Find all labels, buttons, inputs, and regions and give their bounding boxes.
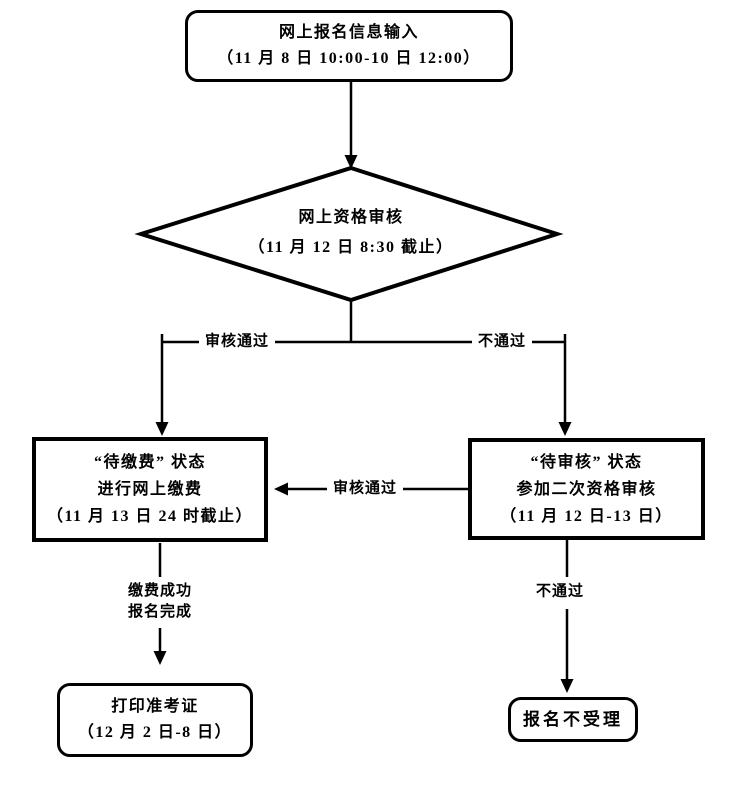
- node-payment-line: （11 月 13 日 24 时截止）: [46, 508, 254, 525]
- node-recheck: “待审核” 状态 参加二次资格审核 （11 月 12 日-13 日）: [468, 438, 705, 540]
- edge-payment-to-print: [153, 543, 167, 665]
- edge-label-payment-success-line: 缴费成功: [127, 583, 193, 599]
- edge-label-recheck-fail: 不通过: [529, 581, 591, 603]
- edge-label-payment-success-line: 报名完成: [127, 604, 193, 620]
- node-print-line: 打印准考证: [111, 698, 199, 715]
- edge-label-payment-success: 缴费成功 报名完成: [121, 581, 199, 623]
- arrowhead-down-icon: [560, 679, 574, 693]
- edge-decision-branch: [155, 300, 572, 436]
- node-rejected: 报名不受理: [508, 697, 638, 742]
- node-print-line: （12 月 2 日-8 日）: [77, 724, 233, 741]
- node-start-line: （11 月 8 日 10:00-10 日 12:00）: [217, 50, 481, 67]
- edge-start-to-decision: [344, 82, 358, 169]
- node-recheck-line: 参加二次资格审核: [516, 480, 657, 498]
- edge-label-branch-pass: 审核通过: [198, 331, 276, 353]
- node-decision-line: （11 月 12 日 8:30 截止）: [248, 239, 454, 256]
- node-payment-line: “待缴费” 状态: [93, 454, 206, 471]
- node-start: 网上报名信息输入 （11 月 8 日 10:00-10 日 12:00）: [185, 10, 513, 82]
- node-decision: 网上资格审核 （11 月 12 日 8:30 截止）: [201, 201, 501, 265]
- node-recheck-line: （11 月 12 日-13 日）: [500, 507, 673, 525]
- node-start-line: 网上报名信息输入: [278, 24, 419, 41]
- node-recheck-line: “待审核” 状态: [530, 453, 643, 471]
- edge-recheck-to-rejected: [560, 540, 574, 693]
- node-rejected-line: 报名不受理: [523, 709, 623, 729]
- arrowhead-down-icon: [344, 155, 358, 169]
- node-decision-line: 网上资格审核: [298, 209, 404, 226]
- arrowhead-left-icon: [274, 482, 288, 496]
- arrowhead-down-icon: [153, 651, 167, 665]
- node-payment-line: 进行网上缴费: [97, 481, 203, 498]
- edge-label-branch-fail: 不通过: [471, 331, 533, 353]
- arrowhead-down-icon: [558, 422, 572, 436]
- node-payment: “待缴费” 状态 进行网上缴费 （11 月 13 日 24 时截止）: [32, 437, 268, 542]
- edge-label-recheck-pass: 审核通过: [326, 478, 404, 500]
- arrowhead-down-icon: [155, 422, 169, 436]
- node-print: 打印准考证 （12 月 2 日-8 日）: [57, 683, 253, 757]
